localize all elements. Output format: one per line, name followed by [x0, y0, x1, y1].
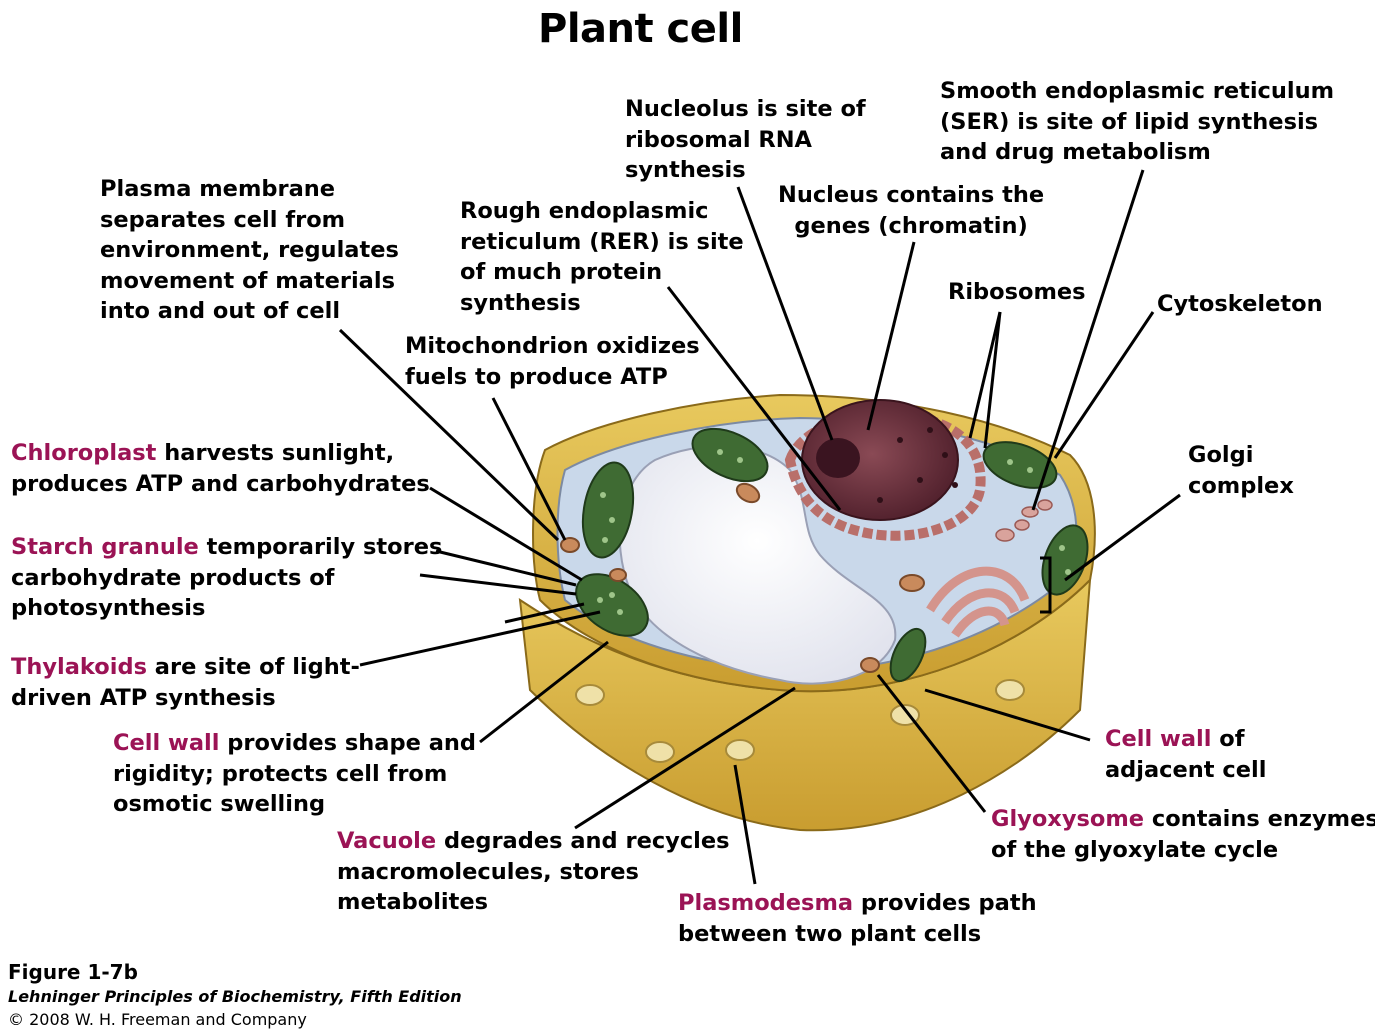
copyright: © 2008 W. H. Freeman and Company	[8, 1010, 307, 1029]
label-line: Rough endoplasmic	[460, 198, 709, 224]
label-text: provides path	[853, 890, 1037, 916]
label-line: ribosomal RNA	[625, 126, 812, 153]
leader-lines	[338, 169, 1181, 885]
label-line: metabolites	[337, 889, 489, 915]
figure-number: Figure 1-7b	[8, 960, 138, 984]
label-line: Smooth endoplasmic reticulum	[940, 78, 1335, 104]
label-line: of much protein	[460, 259, 663, 285]
label-line: reticulum (RER) is site	[460, 228, 744, 255]
nucleolus	[816, 438, 860, 478]
label-cell-wall: Cell wall provides shape and rigidity; p…	[113, 728, 476, 820]
label-line: carbohydrate products of	[11, 564, 335, 591]
label-line: (SER) is site of lipid synthesis	[940, 108, 1319, 135]
ribosome-dots	[877, 427, 958, 503]
label-smooth-er: Smooth endoplasmic reticulum (SER) is si…	[940, 76, 1334, 168]
label-ribosomes: Ribosomes	[948, 277, 1086, 308]
term-chloroplast: Chloroplast	[11, 440, 157, 466]
label-plasma-membrane: Plasma membrane separates cell from envi…	[100, 174, 399, 327]
term-vacuole: Vacuole	[337, 828, 437, 854]
label-line: movement of materials	[100, 267, 395, 294]
label-line: synthesis	[625, 157, 746, 183]
book-title: Lehninger Principles of Biochemistry, Fi…	[8, 987, 462, 1006]
label-starch-granule: Starch granule temporarily stores carboh…	[11, 532, 442, 624]
golgi-complex	[926, 566, 1030, 638]
term-adjacent-cell-wall: Cell wall	[1105, 726, 1212, 752]
label-nucleus: Nucleus contains the genes (chromatin)	[778, 180, 1044, 241]
label-line: Nucleus contains the	[778, 182, 1045, 208]
label-line: synthesis	[460, 289, 581, 316]
label-text: degrades and recycles	[436, 828, 730, 854]
label-line: Plasma membrane	[100, 176, 336, 202]
chloroplasts	[575, 427, 1089, 683]
label-mitochondrion: Mitochondrion oxidizes fuels to produce …	[405, 331, 700, 392]
label-line: adjacent cell	[1105, 756, 1267, 783]
label-vacuole: Vacuole degrades and recycles macromolec…	[337, 826, 730, 918]
label-adjacent-cell-wall: Cell wall of adjacent cell	[1105, 724, 1266, 785]
thylakoid-stacks	[597, 449, 1071, 615]
label-line: between two plant cells	[678, 920, 982, 947]
label-line: produces ATP and carbohydrates	[11, 470, 430, 497]
label-cytoskeleton: Cytoskeleton	[1157, 289, 1323, 320]
label-plasmodesma: Plasmodesma provides path between two pl…	[678, 888, 1037, 949]
label-line: photosynthesis	[11, 595, 206, 621]
label-line: separates cell from	[100, 206, 346, 233]
label-line: macromolecules, stores	[337, 858, 639, 885]
label-line: rigidity; protects cell from	[113, 760, 448, 787]
label-line: osmotic swelling	[113, 791, 326, 817]
label-line: environment, regulates	[100, 237, 399, 263]
label-rough-er: Rough endoplasmic reticulum (RER) is sit…	[460, 196, 744, 318]
label-thylakoids: Thylakoids are site of light- driven ATP…	[11, 652, 360, 713]
label-line: driven ATP synthesis	[11, 684, 276, 711]
term-thylakoids: Thylakoids	[11, 654, 147, 680]
mitochondria	[560, 482, 925, 592]
label-line: fuels to produce ATP	[405, 363, 668, 390]
label-line: and drug metabolism	[940, 139, 1211, 165]
term-glyoxysome: Glyoxysome	[991, 806, 1145, 832]
term-starch-granule: Starch granule	[11, 534, 199, 560]
label-line: Nucleolus is site of	[625, 96, 866, 122]
label-line: into and out of cell	[100, 298, 341, 324]
label-line: Cytoskeleton	[1157, 291, 1323, 317]
rough-er	[784, 409, 986, 541]
label-text: contains enzymes	[1144, 806, 1375, 832]
glyoxysome	[860, 657, 880, 673]
label-chloroplast: Chloroplast harvests sunlight, produces …	[11, 438, 430, 499]
label-line: complex	[1188, 472, 1294, 499]
label-line: of the glyoxylate cycle	[991, 836, 1279, 863]
term-cell-wall: Cell wall	[113, 730, 220, 756]
page-title: Plant cell	[538, 6, 743, 52]
label-nucleolus: Nucleolus is site of ribosomal RNA synth…	[625, 94, 866, 186]
label-text: provides shape and	[219, 730, 477, 756]
term-plasmodesma: Plasmodesma	[678, 890, 854, 916]
label-text: harvests sunlight,	[156, 440, 395, 466]
label-glyoxysome: Glyoxysome contains enzymes of the glyox…	[991, 804, 1375, 865]
label-text: are site of light-	[146, 654, 360, 680]
label-text: of	[1211, 726, 1245, 752]
label-line: Mitochondrion oxidizes	[405, 333, 700, 359]
label-golgi: Golgi complex	[1188, 440, 1294, 501]
label-line: genes (chromatin)	[794, 212, 1028, 239]
label-line: Ribosomes	[948, 279, 1086, 305]
label-text: temporarily stores	[198, 534, 443, 560]
label-line: Golgi	[1188, 442, 1254, 468]
